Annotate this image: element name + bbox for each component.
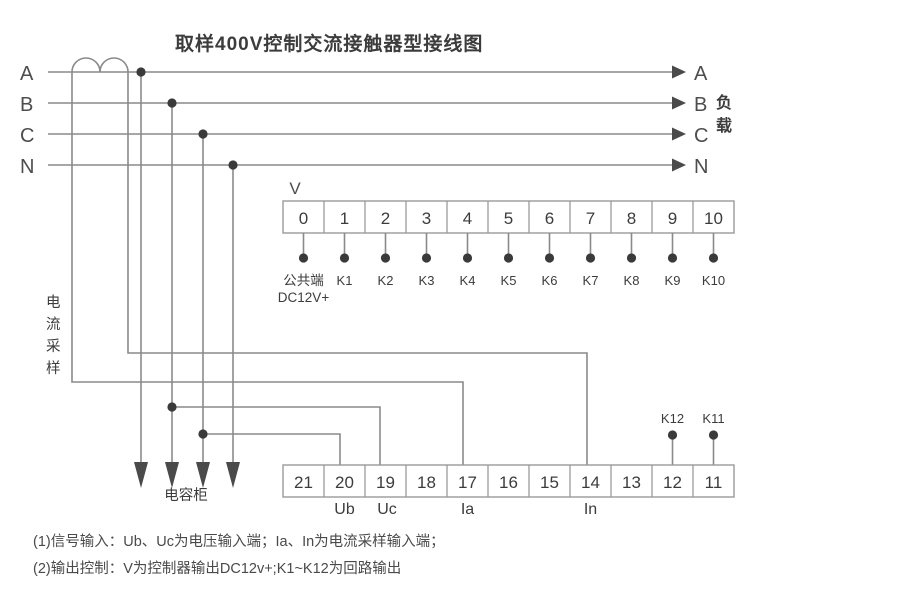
voltage-tap-dot-ub — [198, 429, 208, 439]
junction-dot-b — [167, 98, 177, 108]
phase-label-left-c: C — [20, 125, 34, 147]
top-cell-7[interactable]: 7 — [586, 209, 595, 228]
current-transformer-coil — [71, 57, 129, 73]
terminal-label-common: 公共端 — [283, 273, 324, 288]
junction-dot-c — [198, 129, 208, 139]
bottom-cell-13[interactable]: 13 — [622, 473, 641, 492]
top-cell-6[interactable]: 6 — [545, 209, 554, 228]
load-label-char2: 载 — [716, 117, 732, 135]
terminal-label-k10: K10 — [702, 273, 725, 288]
phase-label-left-n: N — [20, 156, 34, 178]
bottom-cell-20[interactable]: 20 — [335, 473, 354, 492]
bottom-cell-11[interactable]: 11 — [705, 473, 723, 492]
terminal-label-k11: K11 — [702, 411, 724, 426]
terminal-label-k7: K7 — [583, 273, 599, 288]
phase-label-right-c: C — [694, 125, 708, 147]
top-cell-4[interactable]: 4 — [463, 209, 472, 228]
current-sampling-char4: 样 — [46, 360, 61, 377]
top-cell-9[interactable]: 9 — [668, 209, 677, 228]
terminal-label-common-sub: DC12V+ — [278, 290, 330, 305]
current-sampling-char2: 流 — [46, 316, 61, 333]
top-cell-1[interactable]: 1 — [340, 209, 349, 228]
phase-label-left-b: B — [20, 94, 33, 116]
note-line-1: (1)信号输入：Ub、Uc为电压输入端；Ia、In为电流采样输入端； — [33, 533, 445, 550]
signal-label-ub: Ub — [334, 501, 355, 518]
current-sampling-label: 电 流 采 样 — [46, 294, 61, 377]
terminal-label-k6: K6 — [542, 273, 558, 288]
terminal-label-k2: K2 — [378, 273, 394, 288]
phase-arrowheads — [672, 65, 686, 172]
capacitor-cabinet-label: 电容柜 — [164, 487, 208, 504]
phase-label-left-a: A — [20, 63, 34, 85]
right-phase-labels: A B C N — [694, 63, 708, 178]
top-cell-10[interactable]: 10 — [704, 209, 723, 228]
bottom-cell-21[interactable]: 21 — [294, 473, 313, 492]
voltage-sample-wires — [167, 402, 381, 465]
phase-label-right-a: A — [694, 63, 708, 85]
page-title: 取样400V控制交流接触器型接线图 — [175, 32, 483, 55]
terminal-label-k8: K8 — [624, 273, 640, 288]
signal-label-in: In — [584, 501, 597, 518]
top-cell-2[interactable]: 2 — [381, 209, 390, 228]
bottom-block-k-stubs — [667, 430, 719, 465]
top-block-terminal-stubs — [298, 233, 719, 263]
terminal-label-k12: K12 — [661, 411, 684, 426]
bottom-cell-12[interactable]: 12 — [663, 473, 682, 492]
signal-label-ia: Ia — [461, 501, 474, 518]
capacitor-cabinet-drops — [134, 72, 240, 488]
current-sampling-char3: 采 — [46, 338, 61, 355]
current-sampling-char1: 电 — [46, 294, 61, 311]
signal-label-uc: Uc — [377, 501, 397, 518]
bottom-cell-15[interactable]: 15 — [540, 473, 559, 492]
top-cell-0[interactable]: 0 — [299, 209, 308, 228]
phase-label-right-b: B — [694, 94, 707, 116]
bottom-cell-17[interactable]: 17 — [458, 473, 477, 492]
top-cell-3[interactable]: 3 — [422, 209, 431, 228]
top-block-v-label: V — [289, 179, 301, 198]
junction-dot-n — [228, 160, 238, 170]
phase-junction-dots — [136, 67, 238, 170]
bottom-cell-19[interactable]: 19 — [376, 473, 395, 492]
top-cell-5[interactable]: 5 — [504, 209, 513, 228]
terminal-label-k5: K5 — [501, 273, 517, 288]
bottom-cell-14[interactable]: 14 — [581, 473, 600, 492]
left-phase-labels: A B C N — [20, 63, 34, 178]
top-terminal-block[interactable]: V 0 1 2 3 4 5 6 7 8 9 10 — [278, 179, 735, 305]
bottom-cell-16[interactable]: 16 — [499, 473, 518, 492]
phase-label-right-n: N — [694, 156, 708, 178]
terminal-label-k3: K3 — [419, 273, 435, 288]
bottom-terminal-block[interactable]: K12 K11 21 20 19 18 17 16 15 14 13 12 11 — [282, 411, 735, 518]
top-cell-8[interactable]: 8 — [627, 209, 636, 228]
load-label-char1: 负 — [716, 93, 732, 112]
voltage-tap-dot-uc — [167, 402, 177, 412]
bottom-cell-18[interactable]: 18 — [417, 473, 436, 492]
note-line-2: (2)输出控制：V为控制器输出DC12v+;K1~K12为回路输出 — [33, 560, 401, 577]
ct-secondary-wires — [71, 72, 588, 465]
phase-bus-lines — [48, 71, 672, 166]
terminal-label-k9: K9 — [665, 273, 681, 288]
terminal-label-k4: K4 — [460, 273, 476, 288]
terminal-label-k1: K1 — [337, 273, 353, 288]
junction-dot-a — [136, 67, 146, 77]
